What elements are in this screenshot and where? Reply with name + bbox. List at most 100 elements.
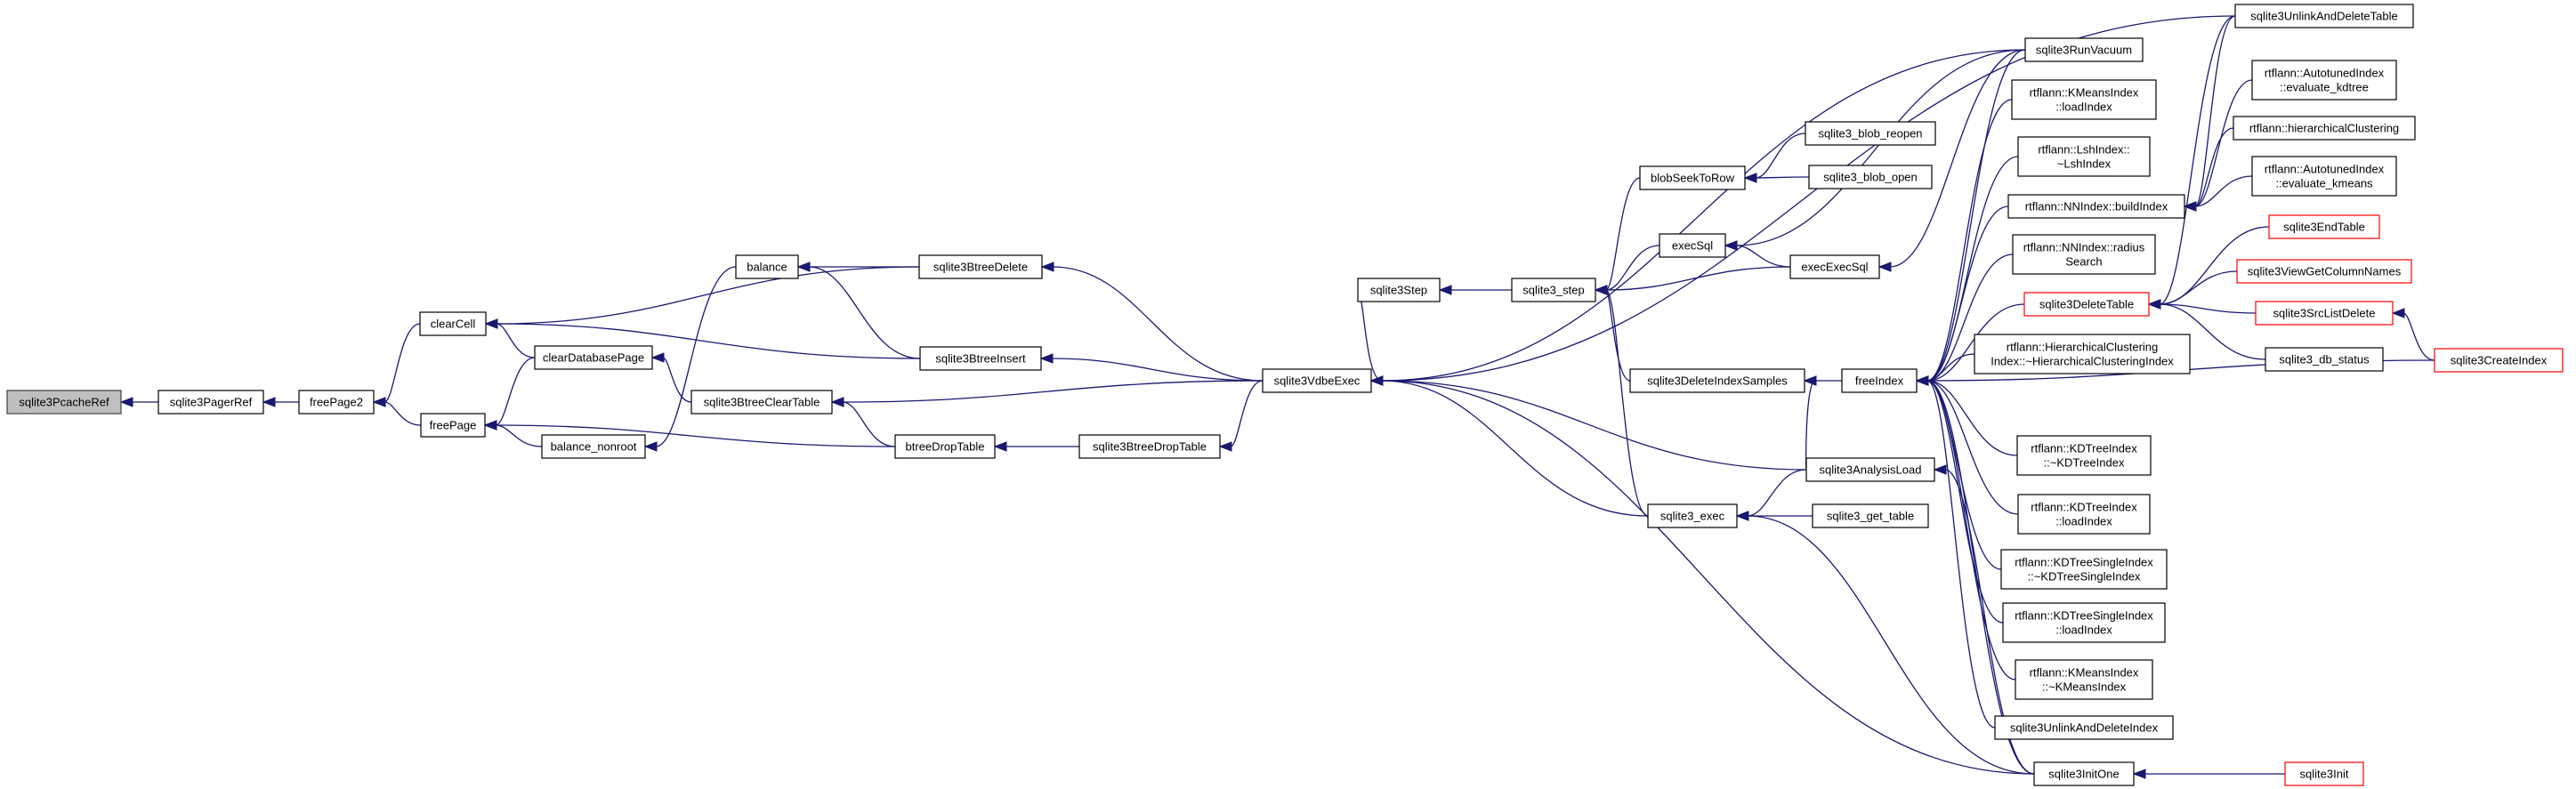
node-sqlite3runvacuum[interactable]: sqlite3RunVacuum bbox=[2024, 37, 2144, 62]
node-label: ::~KMeansIndex bbox=[2042, 680, 2127, 694]
node-hc-dtor[interactable]: rtflann::HierarchicalClusteringIndex::~H… bbox=[1974, 334, 2191, 374]
node-label: freePage bbox=[430, 419, 477, 432]
node-label: rtflann::NNIndex::radius bbox=[2023, 241, 2145, 254]
node-auto-kmeans[interactable]: rtflann::AutotunedIndex::evaluate_kmeans bbox=[2251, 156, 2397, 197]
node-sqlite3initone[interactable]: sqlite3InitOne bbox=[2033, 761, 2135, 786]
node-blobseektorow[interactable]: blobSeekToRow bbox=[1639, 165, 1746, 190]
node-sqlite3deleteindexsamples[interactable]: sqlite3DeleteIndexSamples bbox=[1629, 368, 1805, 393]
node-cleardatabasepage[interactable]: clearDatabasePage bbox=[534, 345, 653, 370]
node-sqlite3-blob-reopen[interactable]: sqlite3_blob_reopen bbox=[1805, 121, 1936, 146]
edge-layer bbox=[119, 15, 2435, 779]
node-freeindex[interactable]: freeIndex bbox=[1841, 368, 1918, 393]
node-sqlite3btreeinsert[interactable]: sqlite3BtreeInsert bbox=[919, 346, 1042, 371]
node-nn-buildindex[interactable]: rtflann::NNIndex::buildIndex bbox=[2007, 194, 2185, 219]
node-balance[interactable]: balance bbox=[735, 254, 799, 279]
node-label: sqlite3_db_status bbox=[2279, 353, 2370, 366]
node-sqlite3viewgetcolumnnames[interactable]: sqlite3ViewGetColumnNames bbox=[2236, 259, 2412, 284]
node-box bbox=[2015, 659, 2153, 700]
node-kdt-dtor[interactable]: rtflann::KDTreeIndex::~KDTreeIndex bbox=[2016, 435, 2152, 476]
node-box bbox=[541, 434, 646, 459]
edge-line bbox=[384, 401, 422, 426]
node-box bbox=[1808, 165, 1933, 189]
node-sqlite3unlinkanddeleteindex[interactable]: sqlite3UnlinkAndDeleteIndex bbox=[1994, 715, 2174, 740]
edge-freeindex-kdt_loadindex bbox=[1915, 375, 2019, 515]
node-btreedroptable[interactable]: btreeDropTable bbox=[894, 434, 996, 459]
node-km-dtor[interactable]: rtflann::KMeansIndex::~KMeansIndex bbox=[2015, 659, 2153, 700]
node-execexecsql[interactable]: execExecSql bbox=[1789, 254, 1880, 279]
edge-line bbox=[1735, 49, 2026, 246]
node-label: sqlite3UnlinkAndDeleteTable bbox=[2250, 10, 2398, 23]
node-kdts-loadindex[interactable]: rtflann::KDTreeSingleIndex::loadIndex bbox=[2002, 602, 2166, 643]
node-box bbox=[1812, 503, 1929, 528]
node-freepage2[interactable]: freePage2 bbox=[298, 390, 375, 415]
edge-line bbox=[1926, 353, 1975, 382]
node-sqlite3init[interactable]: sqlite3Init bbox=[2284, 761, 2364, 786]
edge-line bbox=[1381, 380, 1807, 471]
node-sqlite3srclistdelete[interactable]: sqlite3SrcListDelete bbox=[2255, 301, 2394, 326]
node-sqlite3endtable[interactable]: sqlite3EndTable bbox=[2268, 214, 2380, 239]
edge-line bbox=[808, 266, 921, 359]
node-execsql[interactable]: execSql bbox=[1659, 233, 1726, 258]
edge-line bbox=[1357, 289, 1383, 382]
node-label: sqlite3BtreeDelete bbox=[933, 261, 1028, 274]
edge-sqlite3_step-sqlite3_exec bbox=[1594, 285, 1649, 517]
node-box bbox=[2236, 259, 2412, 284]
node-sqlite3-db-status[interactable]: sqlite3_db_status bbox=[2265, 347, 2384, 372]
node-sqlite3deletetable[interactable]: sqlite3DeleteTable bbox=[2023, 292, 2150, 317]
edge-line bbox=[2159, 270, 2238, 305]
node-box bbox=[1639, 165, 1746, 190]
edge-arrowhead bbox=[483, 420, 497, 431]
node-box bbox=[919, 346, 1042, 371]
node-clearcell[interactable]: clearCell bbox=[419, 311, 487, 336]
edge-arrowhead bbox=[1735, 511, 1749, 521]
node-sqlite3pagerref[interactable]: sqlite3PagerRef bbox=[157, 390, 264, 415]
node-label: ::loadIndex bbox=[2055, 515, 2112, 528]
edge-balance-sqlite3btreedelete bbox=[796, 262, 920, 272]
edge-arrowhead bbox=[1039, 353, 1054, 364]
node-hier-clustering[interactable]: rtflann::hierarchicalClustering bbox=[2233, 116, 2416, 141]
edge-line bbox=[1926, 380, 2019, 515]
node-sqlite3unlinkanddeletetable[interactable]: sqlite3UnlinkAndDeleteTable bbox=[2234, 4, 2414, 28]
edge-arrowhead bbox=[1743, 173, 1757, 183]
edge-line bbox=[662, 357, 692, 403]
node-sqlite3-exec[interactable]: sqlite3_exec bbox=[1647, 503, 1738, 528]
edge-sqlite3srclistdelete-sqlite3createindex bbox=[2391, 308, 2435, 361]
edge-line bbox=[495, 424, 543, 447]
node-lsh-dtor[interactable]: rtflann::LshIndex::~LshIndex bbox=[2017, 136, 2151, 177]
node-balance-nonroot[interactable]: balance_nonroot bbox=[541, 434, 646, 459]
node-sqlite3-step[interactable]: sqlite3_step bbox=[1511, 278, 1596, 302]
node-km-loadindex[interactable]: rtflann::KMeansIndex::loadIndex bbox=[2011, 79, 2157, 120]
edge-line bbox=[1747, 515, 2035, 775]
node-sqlite3-blob-open[interactable]: sqlite3_blob_open bbox=[1808, 165, 1933, 189]
node-box bbox=[918, 254, 1043, 279]
node-label: ::loadIndex bbox=[2055, 101, 2112, 114]
node-sqlite3vdbeexec[interactable]: sqlite3VdbeExec bbox=[1262, 368, 1372, 393]
node-sqlite3btreedroptable[interactable]: sqlite3BtreeDropTable bbox=[1078, 434, 1221, 459]
node-box bbox=[2012, 234, 2156, 275]
edge-freepage-btreedroptable bbox=[483, 420, 896, 447]
node-sqlite3analysisload[interactable]: sqlite3AnalysisLoad bbox=[1805, 457, 1935, 482]
node-sqlite3step[interactable]: sqlite3Step bbox=[1357, 278, 1441, 302]
node-kdts-dtor[interactable]: rtflann::KDTreeSingleIndex::~KDTreeSingl… bbox=[2000, 549, 2168, 590]
node-freepage[interactable]: freePage bbox=[420, 413, 486, 438]
node-kdt-loadindex[interactable]: rtflann::KDTreeIndex::loadIndex bbox=[2017, 494, 2151, 535]
node-label: clearDatabasePage bbox=[543, 351, 644, 365]
node-sqlite3pcacheref[interactable]: sqlite3PcacheRef bbox=[6, 390, 122, 415]
node-sqlite3btreecleartable[interactable]: sqlite3BtreeClearTable bbox=[690, 390, 833, 415]
node-auto-kdtree[interactable]: rtflann::AutotunedIndex::evaluate_kdtree bbox=[2251, 60, 2397, 101]
node-sqlite3btreedelete[interactable]: sqlite3BtreeDelete bbox=[918, 254, 1043, 279]
node-box bbox=[2255, 301, 2394, 326]
edge-arrowhead bbox=[2132, 769, 2146, 779]
node-sqlite3-get-table[interactable]: sqlite3_get_table bbox=[1812, 503, 1929, 528]
edge-line bbox=[1381, 49, 2026, 382]
node-label: balance bbox=[747, 261, 787, 274]
node-label: sqlite3VdbeExec bbox=[1274, 374, 1361, 388]
node-sqlite3createindex[interactable]: sqlite3CreateIndex bbox=[2434, 348, 2564, 373]
node-box bbox=[2011, 79, 2157, 120]
edge-line bbox=[2402, 312, 2435, 361]
edge-arrowhead bbox=[1040, 262, 1054, 272]
node-box bbox=[690, 390, 833, 415]
edge-line bbox=[842, 401, 896, 447]
node-label: sqlite3AnalysisLoad bbox=[1820, 463, 1922, 477]
